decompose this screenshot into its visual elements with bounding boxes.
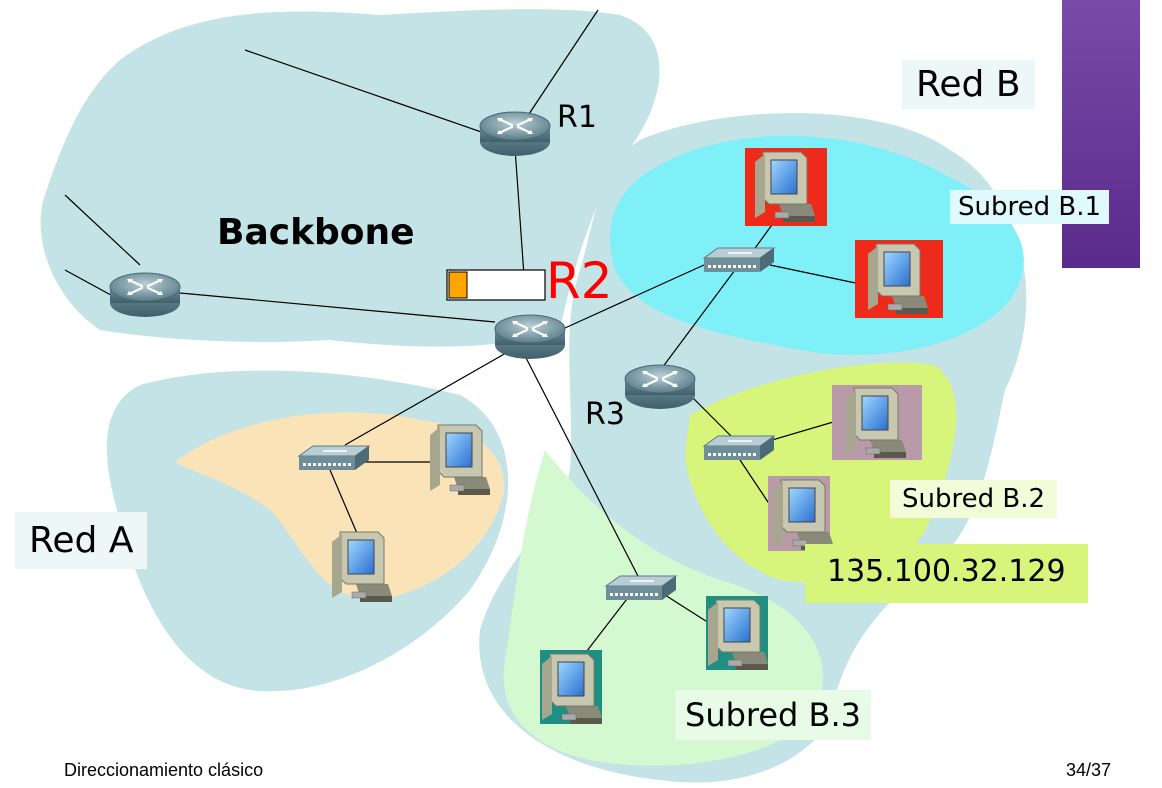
router-r2-icon [493, 313, 567, 361]
pc-icon [845, 387, 907, 459]
subred-b2-label: Subred B.2 [890, 480, 1058, 518]
pc-icon [867, 243, 929, 315]
router-backbone-icon [108, 271, 182, 319]
pc-icon [331, 531, 393, 603]
subred-b1-label: Subred B.1 [950, 190, 1110, 224]
pc-icon [707, 599, 769, 671]
ip-address-label: 135.100.32.129 [805, 544, 1088, 603]
backbone-cloud [40, 9, 660, 347]
router-r2-label: R2 [546, 252, 613, 310]
router-r1-label: R1 [557, 100, 597, 135]
backbone-label: Backbone [217, 212, 415, 253]
router-r3-icon [623, 363, 697, 411]
switch-b2-icon [703, 435, 775, 461]
router-r3-label: R3 [585, 397, 625, 432]
pc-icon [541, 653, 603, 725]
footer-title: Direccionamiento clásico [64, 760, 264, 780]
router-r1-icon [478, 110, 552, 158]
red-a-inner-area [175, 412, 505, 601]
footer-page-number: 34/37 [1066, 760, 1112, 780]
pc-icon [754, 151, 816, 223]
pc-icon [429, 424, 491, 496]
subred-b3-label: Subred B.3 [675, 690, 872, 740]
switch-red-a-icon [298, 445, 370, 471]
switch-b3-icon [605, 575, 677, 601]
pc-icon [772, 479, 834, 551]
red-b-label: Red B [902, 60, 1035, 109]
switch-b1-icon [703, 247, 775, 273]
red-a-label: Red A [15, 512, 148, 569]
r2-interface-port [448, 271, 468, 299]
